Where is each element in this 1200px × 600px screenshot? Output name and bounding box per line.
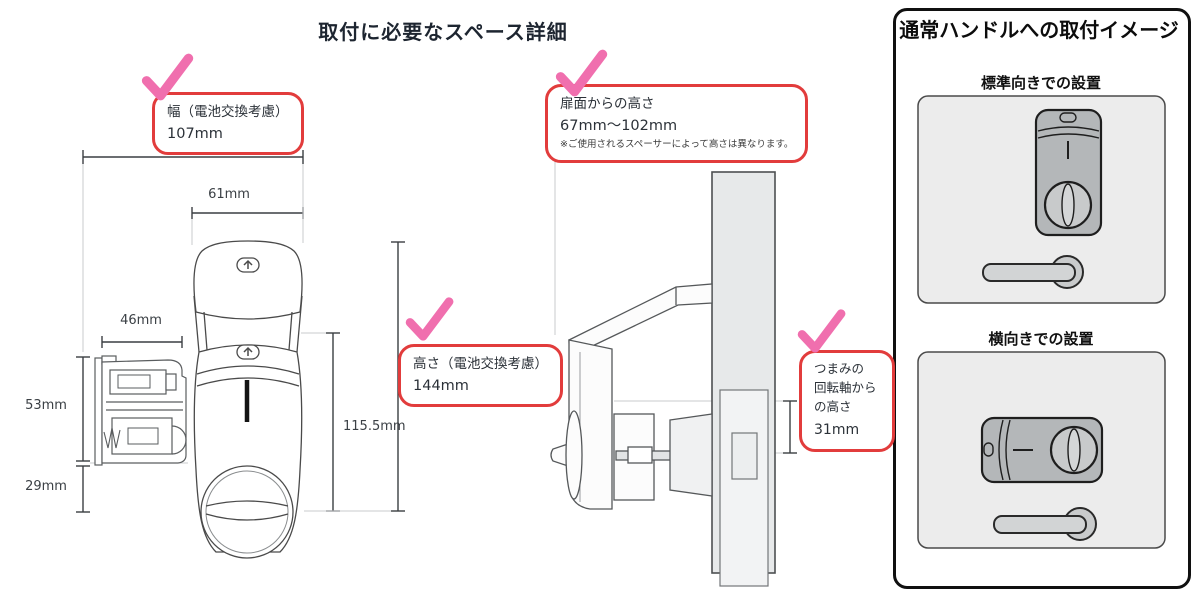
horizontal-orientation-illustration (917, 351, 1166, 549)
battery-release-icon (236, 257, 260, 273)
lock-side-view-drawing (550, 283, 713, 510)
side-panel-section-label-standard: 標準向きでの設置 (980, 74, 1102, 92)
callout-knob-axis-value: 31mm (814, 422, 860, 439)
callout-door-offset-label: 扉面からの高さ (560, 96, 655, 112)
callout-height-value: 144mm (413, 377, 469, 394)
door-cross-section (711, 171, 776, 587)
battery-release-icon (236, 344, 260, 360)
standard-orientation-illustration (917, 95, 1166, 304)
check-icon (797, 309, 846, 353)
callout-width: 幅（電池交換考慮） 107mm (152, 92, 304, 156)
callout-height-label: 高さ（電池交換考慮） (413, 356, 548, 372)
callout-width-value: 107mm (167, 125, 223, 142)
door-handle-graphic (982, 255, 1084, 289)
check-icon (141, 53, 194, 101)
lock-front-view-drawing (193, 240, 303, 559)
lock-horizontal-orientation-graphic (980, 416, 1104, 484)
check-icon (555, 49, 608, 97)
callout-knob-axis: つまみの 回転軸から の高さ 31mm (799, 350, 895, 452)
callout-width-label: 幅（電池交換考慮） (167, 104, 289, 120)
page-title: 取付に必要なスペース詳細 (318, 20, 568, 44)
callout-height: 高さ（電池交換考慮） 144mm (398, 344, 563, 408)
callout-door-offset-note: ※ご使用されるスペーサーによって高さは異なります。 (560, 139, 794, 151)
check-icon (405, 297, 454, 341)
dim-battery-width: 46mm (120, 313, 162, 328)
dim-body-width: 61mm (208, 187, 250, 202)
lock-standard-orientation-graphic (1034, 108, 1103, 237)
callout-door-offset-value: 67mm〜102mm (560, 117, 678, 134)
dim-lower-clearance: 29mm (25, 479, 67, 494)
battery-compartment-drawing (94, 355, 187, 466)
door-handle-graphic (993, 507, 1097, 541)
callout-knob-axis-label: つまみの 回転軸から の高さ (814, 361, 877, 414)
dim-battery-height: 53mm (25, 398, 67, 413)
side-panel-section-label-horizontal: 横向きでの設置 (988, 330, 1094, 348)
callout-door-offset: 扉面からの高さ 67mm〜102mm ※ご使用されるスペーサーによって高さは異な… (545, 84, 809, 164)
dim-body-height: 115.5mm (343, 419, 406, 434)
side-panel-title: 通常ハンドルへの取付イメージ (899, 18, 1179, 42)
